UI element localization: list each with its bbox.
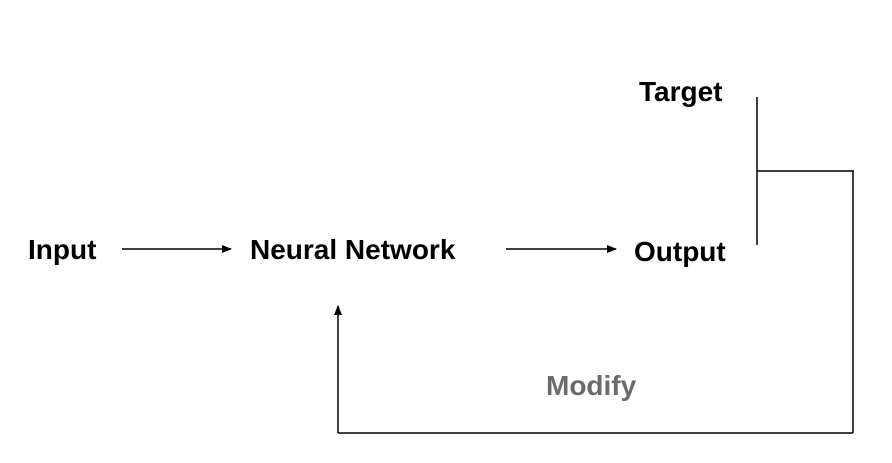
output-node-label: Output [634, 236, 726, 267]
input-node-label: Input [28, 234, 97, 265]
modify-feedback-label: Modify [546, 370, 637, 401]
neural-network-node-label: Neural Network [250, 234, 456, 265]
target-node-label: Target [639, 76, 723, 107]
